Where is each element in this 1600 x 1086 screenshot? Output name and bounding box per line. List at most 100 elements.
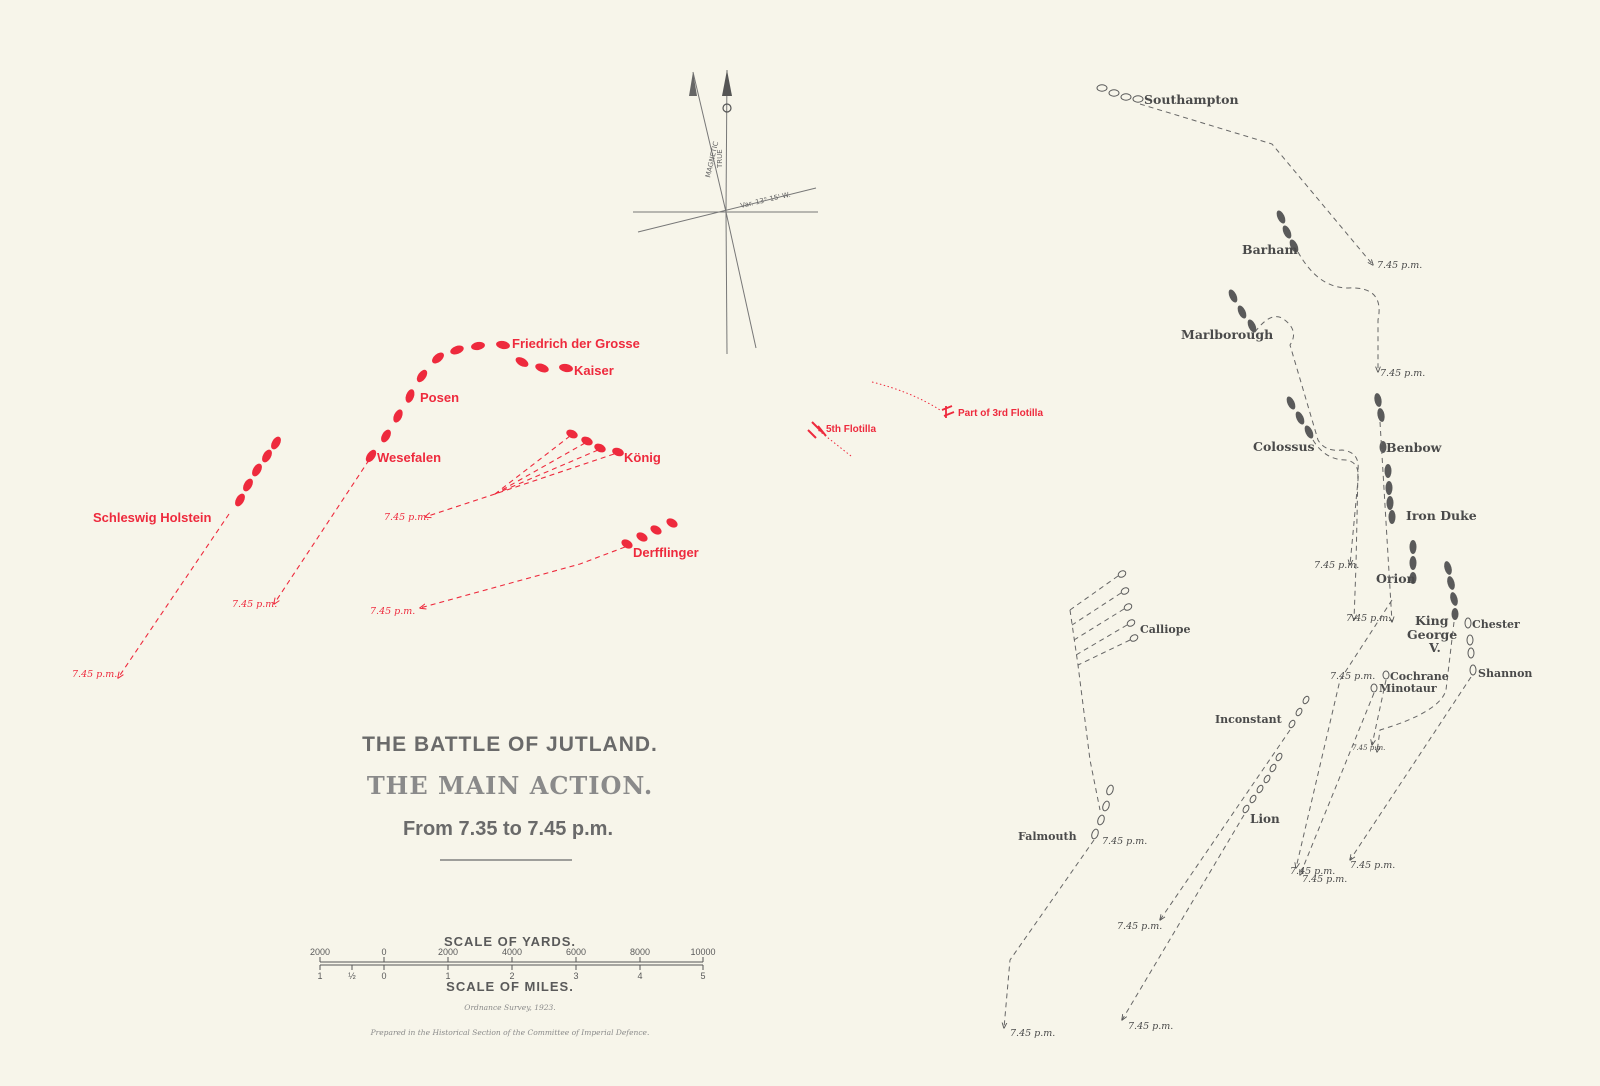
flotilla-5-label: 5th Flotilla — [826, 424, 876, 435]
colossus-ships — [1286, 396, 1314, 439]
kaiser-label: Kaiser — [574, 363, 614, 378]
konig-time-label: 7.45 p.m. — [384, 512, 429, 523]
southampton-label: Southampton — [1144, 92, 1239, 107]
barham-label: Barham — [1242, 242, 1298, 257]
barham-time-label: 7.45 p.m. — [1380, 368, 1425, 379]
schleswig-holstein-track — [118, 513, 230, 678]
marlborough-ships — [1228, 289, 1257, 333]
scale-yard-label: 8000 — [630, 947, 650, 957]
scale-yard-label: 4000 — [502, 947, 522, 957]
lion-ships — [1242, 752, 1283, 814]
southampton-ships — [1096, 84, 1144, 103]
marlborough-track — [1254, 316, 1359, 620]
scale-yards-title: SCALE OF YARDS. — [444, 934, 576, 949]
minotaur-time-label: 7.45 p.m. — [1302, 874, 1347, 885]
lion-time-label: 7.45 p.m. — [1128, 1021, 1173, 1032]
flotilla-5-track — [817, 429, 852, 457]
konig-label: König — [624, 450, 661, 465]
title-block: THE BATTLE OF JUTLAND. THE MAIN ACTION. … — [362, 733, 658, 861]
orion-label: Orion — [1376, 571, 1416, 586]
scale-mile-label: 2 — [509, 971, 514, 981]
compass-rose: MAGNETIC TRUE Var. 13° 15' W. — [633, 69, 818, 355]
scale-mile-label: 0 — [381, 971, 386, 981]
flotilla-3-label: Part of 3rd Flotilla — [958, 408, 1043, 419]
scale-yard-label: 0 — [381, 947, 386, 957]
friedrich-der-grosse-label: Friedrich der Grosse — [512, 336, 640, 351]
scale-mile-label: 1 — [445, 971, 450, 981]
wesefalen-time-label: 7.45 p.m. — [232, 599, 277, 610]
flotilla-5-icon — [807, 421, 827, 439]
calliope-main-track — [1069, 609, 1101, 811]
scale-yard-label: 10000 — [690, 947, 715, 957]
true-north-arrow-icon — [722, 70, 732, 96]
colossus-label: Colossus — [1253, 439, 1315, 454]
minotaur-track — [1300, 692, 1375, 875]
falmouth-time-label: 7.45 p.m. — [1102, 836, 1147, 847]
cochrane-label: Cochrane — [1390, 670, 1449, 683]
lion-track — [1122, 814, 1245, 1020]
scale-yard-label: 2000 — [438, 947, 458, 957]
chester-ships — [1464, 617, 1477, 676]
wesefalen-label: Wesefalen — [377, 450, 441, 465]
posen-label: Posen — [420, 390, 459, 405]
benbow-ships — [1374, 393, 1417, 584]
derfflinger-ships — [621, 518, 678, 549]
schleswig-holstein-time-label: 7.45 p.m. — [72, 669, 117, 680]
shannon-time-label: 7.45 p.m. — [1350, 860, 1395, 871]
konig-track-2 — [494, 442, 586, 495]
scale-bar: SCALE OF YARDS. 2000 0 2000 4000 6000 8000 100… — [310, 934, 716, 1037]
southampton-time-label: 7.45 p.m. — [1377, 260, 1422, 271]
german-battle-line-ships — [365, 340, 573, 463]
survey-credit: Ordnance Survey, 1923. — [464, 1003, 555, 1012]
minotaur-label: Minotaur — [1379, 682, 1437, 695]
falmouth-label: Falmouth — [1018, 830, 1077, 843]
scale-mile-label: 1 — [317, 971, 322, 981]
map-title-line-1: THE BATTLE OF JUTLAND. — [362, 733, 658, 756]
map-title-line-3: From 7.35 to 7.45 p.m. — [403, 818, 613, 840]
chester-label: Chester — [1472, 618, 1520, 631]
falmouth-track — [1004, 839, 1095, 1028]
compass-true-label: TRUE — [716, 149, 724, 169]
lion-label: Lion — [1250, 812, 1280, 826]
schleswig-holstein-label: Schleswig Holstein — [93, 510, 212, 525]
konig-ships — [566, 429, 624, 457]
derfflinger-label: Derfflinger — [633, 545, 699, 560]
orion-time-label: 7.45 p.m. — [1290, 866, 1335, 877]
wesefalen-track — [274, 459, 370, 604]
flotilla-3-icon — [941, 405, 955, 418]
v-label: V. — [1428, 640, 1441, 655]
scale-mile-label: ½ — [348, 971, 356, 981]
barham-ships — [1276, 210, 1299, 253]
king-george-track — [1377, 621, 1455, 752]
shannon-track — [1350, 676, 1472, 860]
king-george-time-label: 7.45 p.m. — [1352, 744, 1385, 752]
benbow-time-label: 7.45 p.m. — [1346, 613, 1391, 624]
barham-track — [1297, 251, 1379, 372]
scale-mile-label: 4 — [637, 971, 642, 981]
inconstant-track — [1160, 729, 1291, 920]
george-label: George — [1407, 627, 1457, 642]
calliope-tracks — [1069, 575, 1131, 666]
king-george-ships — [1444, 561, 1459, 620]
magnetic-arrow-icon — [689, 72, 697, 96]
falmouth-ships — [1091, 784, 1114, 840]
scale-yard-label: 2000 — [310, 947, 330, 957]
konig-track-1 — [494, 435, 571, 495]
fleur-de-lis-icon — [722, 103, 732, 113]
scale-yard-label: 6000 — [566, 947, 586, 957]
flotilla-3-track — [871, 381, 941, 411]
southampton-track — [1139, 103, 1373, 265]
cochrane-ships — [1370, 670, 1390, 693]
orion-track — [1296, 599, 1393, 868]
benbow-track — [1379, 421, 1392, 622]
cochrane-time-label: 7.45 p.m. — [1330, 671, 1375, 682]
prepared-credit: Prepared in the Historical Section of th… — [370, 1028, 650, 1037]
inconstant-label: Inconstant — [1215, 713, 1283, 726]
cochrane-track — [1372, 679, 1387, 745]
inconstant-ships — [1288, 695, 1310, 729]
shannon-label: Shannon — [1478, 667, 1532, 680]
konig-track-3 — [494, 449, 599, 495]
